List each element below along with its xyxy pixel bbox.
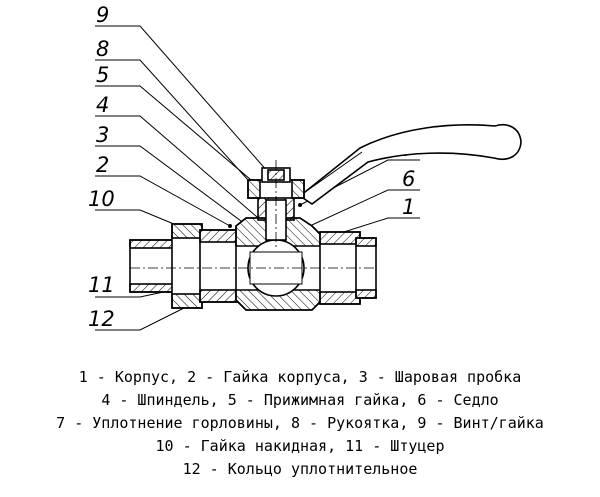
leader-9: [95, 25, 269, 173]
leader-11: [95, 290, 169, 298]
callout-10: 10: [88, 187, 115, 211]
callout-2: 2: [96, 153, 109, 177]
parts-legend: 1 - Корпус, 2 - Гайка корпуса, 3 - Шаров…: [0, 366, 600, 481]
callout-12: 12: [88, 307, 115, 331]
spindle-assembly: [247, 160, 305, 250]
callout-5: 5: [96, 63, 109, 87]
callout-1: 1: [402, 195, 415, 219]
callout-8: 8: [96, 37, 109, 61]
valve-body: [129, 217, 377, 311]
handle-lever: [298, 124, 522, 205]
legend-line: 12 - Кольцо уплотнительное: [182, 460, 418, 478]
leader-12: [95, 305, 189, 331]
legend-line: 10 - Гайка накидная, 11 - Штуцер: [155, 437, 445, 455]
legend-line: 1 - Корпус, 2 - Гайка корпуса, 3 - Шаров…: [78, 368, 522, 386]
legend-line: 7 - Уплотнение горловины, 8 - Рукоятка, …: [56, 414, 544, 432]
leader-10: [95, 209, 187, 230]
legend-line: 4 - Шпиндель, 5 - Прижимная гайка, 6 - С…: [101, 391, 499, 409]
leader-5: [95, 85, 258, 186]
leader-3: [95, 145, 273, 245]
callout-labels: 9 8 5 4 3 2 10 11 12 7 6 1: [88, 3, 416, 331]
leader-4: [95, 115, 265, 224]
leader-2: [95, 175, 231, 227]
ball-valve-drawing: 9 8 5 4 3 2 10 11 12 7 6 1: [88, 3, 522, 331]
leader-6: [287, 189, 420, 237]
callout-4: 4: [96, 93, 109, 117]
leader-8: [95, 59, 276, 211]
callout-9: 9: [96, 3, 109, 27]
callout-3: 3: [96, 123, 109, 147]
callout-6: 6: [402, 167, 415, 191]
callout-11: 11: [88, 273, 115, 297]
